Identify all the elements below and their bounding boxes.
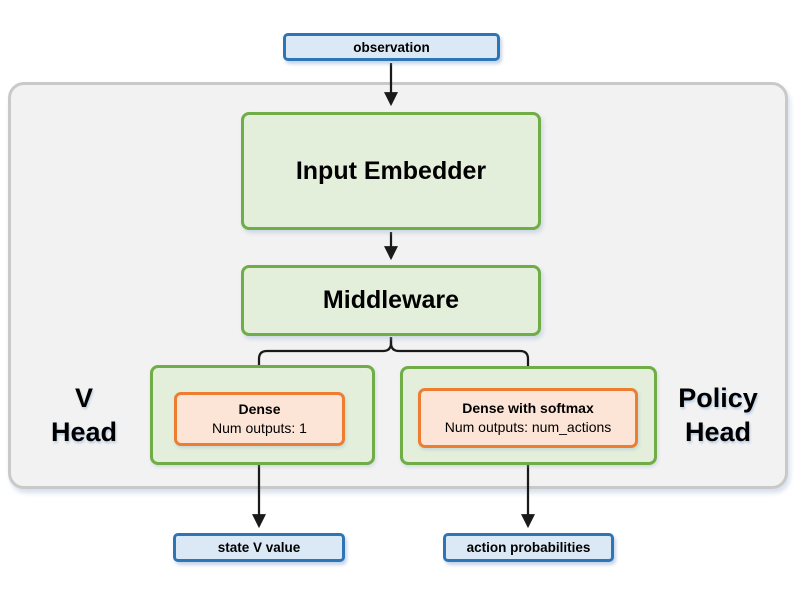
v-dense-title: Dense	[238, 401, 281, 417]
input-embedder-label: Input Embedder	[295, 156, 487, 185]
policy-head-label-line1: Policy	[678, 383, 758, 413]
v-dense-subtitle: Num outputs: 1	[212, 420, 307, 436]
node-middleware: Middleware	[241, 265, 541, 336]
action-probabilities-label: action probabilities	[466, 540, 591, 555]
observation-label: observation	[353, 39, 430, 55]
node-observation: observation	[283, 33, 500, 61]
policy-head-label-line2: Head	[684, 417, 752, 447]
node-policy-dense: Dense with softmax Num outputs: num_acti…	[418, 388, 638, 448]
policy-dense-title: Dense with softmax	[462, 400, 594, 416]
node-v-dense: Dense Num outputs: 1	[174, 392, 345, 446]
v-head-label-line2: Head	[50, 417, 118, 447]
v-head-label-line1: V	[74, 383, 93, 413]
node-state-v-value: state V value	[173, 533, 345, 562]
policy-dense-subtitle: Num outputs: num_actions	[444, 419, 612, 435]
v-head-label: V Head	[38, 381, 130, 449]
middleware-label: Middleware	[322, 286, 460, 314]
node-action-probabilities: action probabilities	[443, 533, 614, 562]
policy-head-label: Policy Head	[666, 381, 770, 449]
node-input-embedder: Input Embedder	[241, 112, 541, 230]
state-v-value-label: state V value	[217, 540, 301, 555]
